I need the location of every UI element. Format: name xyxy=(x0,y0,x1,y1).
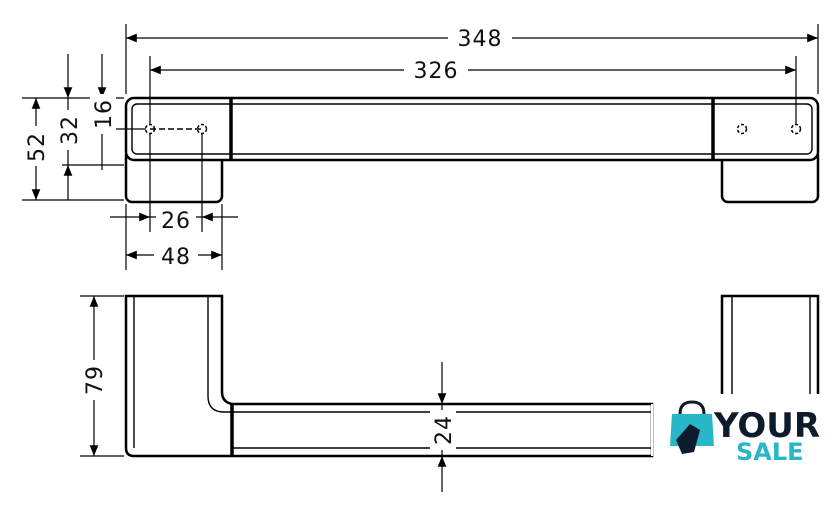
dim-348-label: 348 xyxy=(458,27,503,52)
dim-16-label: 16 xyxy=(92,99,117,129)
dim-24-label: 24 xyxy=(432,415,457,445)
dim-26-label: 26 xyxy=(161,209,191,234)
dim-48-label: 48 xyxy=(161,245,191,270)
dim-79-label: 79 xyxy=(83,365,108,395)
shopping-bag-hand-icon xyxy=(670,400,714,454)
top-view: 348 326 52 32 16 26 xyxy=(22,24,820,270)
screw-hole-icon xyxy=(790,123,802,135)
screw-hole-icon xyxy=(196,123,208,135)
dim-32-label: 32 xyxy=(58,115,83,145)
right-bracket-side xyxy=(720,294,820,394)
side-view: 79 24 xyxy=(80,294,820,492)
screw-hole-icon xyxy=(736,123,748,135)
left-bracket-side xyxy=(124,294,654,458)
logo-sale: SALE xyxy=(736,438,804,466)
dim-52-label: 52 xyxy=(25,132,50,162)
logo-your: YOUR xyxy=(713,406,820,446)
dim-326-label: 326 xyxy=(414,59,459,84)
your-sale-logo: YOUR SALE xyxy=(670,400,820,466)
